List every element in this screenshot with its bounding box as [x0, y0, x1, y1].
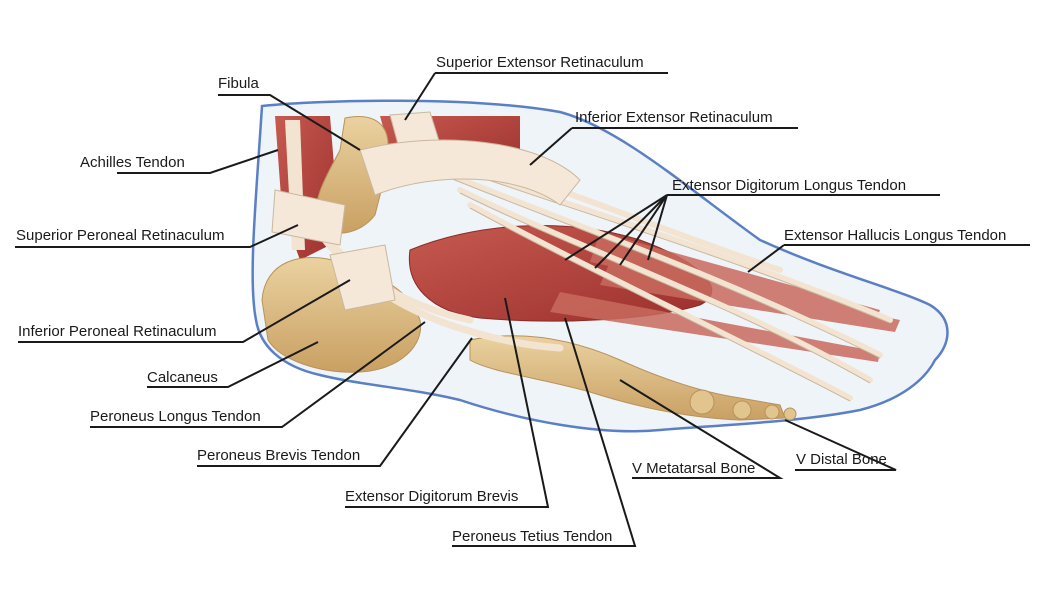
label-peroneus-tetius-tendon: Peroneus Tetius Tendon [452, 528, 613, 545]
label-superior-extensor-retinaculum: Superior Extensor Retinaculum [436, 54, 644, 71]
label-peroneus-brevis-tendon: Peroneus Brevis Tendon [197, 447, 361, 464]
label-inferior-extensor-retinaculum: Inferior Extensor Retinaculum [575, 109, 773, 126]
label-peroneus-longus-tendon: Peroneus Longus Tendon [90, 408, 261, 425]
label-calcaneus: Calcaneus [147, 369, 218, 386]
leader-lines [15, 72, 1030, 547]
extensor-tendons [397, 137, 893, 401]
metatarsal-bones [469, 335, 797, 421]
label-achilles-tendon: Achilles Tendon [80, 154, 185, 171]
label-v-metatarsal-bone: V Metatarsal Bone [632, 460, 756, 477]
label-superior-peroneal-retinaculum: Superior Peroneal Retinaculum [16, 227, 225, 244]
retinacula [271, 111, 581, 311]
label-inferior-peroneal-retinaculum: Inferior Peroneal Retinaculum [18, 323, 217, 340]
label-extensor-digitorum-brevis: Extensor Digitorum Brevis [345, 488, 519, 505]
label-fibula: Fibula [218, 75, 259, 92]
label-extensor-digitorum-longus-tendon: Extensor Digitorum Longus Tendon [672, 177, 907, 194]
label-v-distal-bone: V Distal Bone [796, 451, 887, 468]
label-extensor-hallucis-longus-tendon: Extensor Hallucis Longus Tendon [784, 227, 1007, 244]
